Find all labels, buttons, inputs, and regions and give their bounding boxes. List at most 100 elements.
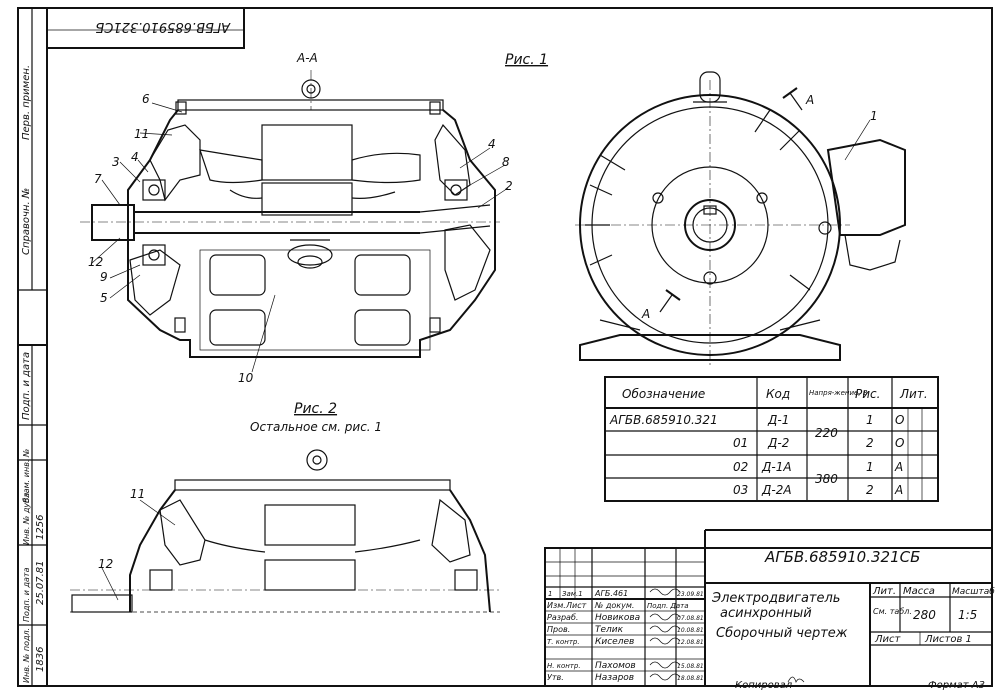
margin-sprav-no: Справочн. №: [21, 188, 32, 255]
view-arrow-label-bottom: А: [641, 307, 650, 321]
role-prov-date: 10.08.81: [677, 627, 704, 634]
margin-vzam-inv-value: 1256: [35, 515, 46, 540]
title-block-grid: [544, 529, 993, 687]
callout-2: 2: [505, 179, 513, 193]
row1-lit: О: [895, 413, 904, 427]
row3-code: Д-1А: [761, 460, 792, 474]
callout-7: 7: [94, 172, 102, 186]
row4-code: Д-2А: [761, 483, 792, 497]
callout-1: 1: [870, 109, 878, 123]
role-razrab-date: 07.08.81: [677, 615, 704, 622]
callout-9: 9: [100, 270, 108, 284]
sheet-frame: [17, 7, 993, 687]
callout-11-fig2: 11: [130, 487, 145, 501]
fig2-note: Остальное см. рис. 1: [250, 420, 382, 434]
figure-2-view: [70, 449, 500, 613]
role-izm-list: Лист: [565, 601, 587, 610]
title-lit-header: Лит.: [872, 586, 896, 597]
signatures: [649, 588, 805, 683]
role-razrab: Разраб.: [547, 613, 578, 622]
callout-8: 8: [502, 155, 510, 169]
role-izm-date: Подп. Дата: [647, 602, 689, 610]
leader-lines: [91, 102, 871, 601]
title-scale-header: Масштаб: [952, 587, 995, 597]
margin-inv-dubl: Инв. № дубл.: [22, 490, 31, 545]
table-header-fig: Рис.: [855, 387, 880, 401]
row2-fig: 2: [866, 436, 874, 450]
row1-fig: 1: [866, 413, 874, 427]
callout-12: 12: [88, 255, 103, 269]
row2-lit: О: [895, 436, 904, 450]
title-doc-number: АГБВ.685910.321СБ: [764, 548, 920, 566]
title-mass-header: Масса: [903, 586, 935, 597]
title-name-line3: Сборочный чертеж: [716, 626, 848, 641]
role-tkontr-date: 12.08.81: [677, 639, 704, 646]
row3-lit: А: [894, 460, 903, 474]
row2-designation: 01: [733, 436, 748, 450]
change-date: 23.09.81: [677, 591, 704, 598]
title-name-line1: Электродвигатель: [711, 591, 840, 606]
role-izm: Изм.: [547, 601, 566, 610]
margin-inv-podl-value: 1836: [35, 647, 46, 672]
footer-format: Формат А3: [928, 680, 985, 691]
role-razrab-name: Новикова: [595, 613, 640, 623]
row2-code: Д-2: [767, 436, 789, 450]
table-header-voltage: Напря-жение, В: [809, 389, 868, 397]
role-nkontr-date: 15.08.81: [677, 663, 704, 670]
margin-podp-data-2: Подп. и дата: [22, 567, 31, 622]
callout-4-left: 4: [131, 150, 139, 164]
voltage-220: 220: [815, 426, 838, 440]
margin-perv-primen: Перв. примен.: [21, 65, 32, 140]
margin-inv-podl: Инв. № подл.: [22, 628, 31, 683]
section-label: А-А: [296, 51, 318, 65]
row4-lit: А: [894, 483, 903, 497]
role-utv-name: Назаров: [595, 673, 634, 683]
role-nkontr: Н. контр.: [547, 662, 581, 670]
end-view: [575, 71, 906, 365]
title-scale-value: 1:5: [958, 608, 977, 622]
callout-10: 10: [238, 371, 254, 385]
callout-11: 11: [134, 127, 149, 141]
callout-12-fig2: 12: [98, 557, 113, 571]
variants-table-grid: [604, 376, 939, 502]
change-zam: Зам.1: [562, 590, 583, 598]
row4-designation: 03: [733, 483, 748, 497]
title-lit-value: См. табл.: [873, 607, 912, 616]
callout-5: 5: [100, 291, 108, 305]
fig1-label: Рис. 1: [505, 52, 548, 68]
section-view-a-a: [80, 70, 500, 358]
row1-code: Д-1: [767, 413, 789, 427]
footer-copied: Копировал: [735, 680, 793, 691]
margin-vzam-inv: Взам. инв. №: [22, 449, 31, 503]
role-nkontr-name: Пахомов: [595, 661, 636, 671]
role-utv: Утв.: [547, 673, 564, 682]
row1-designation: АГБВ.685910.321: [609, 413, 718, 427]
title-sheets-label: Листов 1: [924, 634, 972, 645]
row3-designation: 02: [733, 460, 748, 474]
voltage-380: 380: [815, 472, 838, 486]
title-name-line2: асинхронный: [720, 606, 812, 621]
fig2-label: Рис. 2: [294, 401, 337, 417]
margin-date-value: 25.07.81: [35, 560, 46, 605]
title-sheet-label: Лист: [874, 634, 902, 645]
change-num: 1: [548, 590, 552, 598]
role-prov-name: Телик: [595, 625, 624, 635]
role-utv-date: 18.08.81: [677, 675, 704, 682]
margin-podp-data-1: Подп. и дата: [21, 352, 32, 420]
role-tkontr-name: Киселев: [595, 637, 634, 647]
table-header-designation: Обозначение: [622, 387, 705, 401]
top-stamp-box: [46, 7, 245, 49]
callout-6: 6: [142, 92, 150, 106]
top-stamp-text: АГБВ.685910.321СБ: [95, 19, 231, 34]
role-izm-doc: № докум.: [594, 601, 634, 610]
table-header-lit: Лит.: [899, 387, 928, 401]
change-doc: АГБ.461: [594, 589, 628, 598]
role-tkontr: Т. контр.: [547, 638, 580, 646]
row3-fig: 1: [866, 460, 874, 474]
title-mass-value: 280: [913, 608, 936, 622]
row4-fig: 2: [866, 483, 874, 497]
role-prov: Пров.: [547, 625, 570, 634]
view-arrow-label-top: А: [805, 93, 814, 107]
callout-4-right: 4: [488, 137, 496, 151]
